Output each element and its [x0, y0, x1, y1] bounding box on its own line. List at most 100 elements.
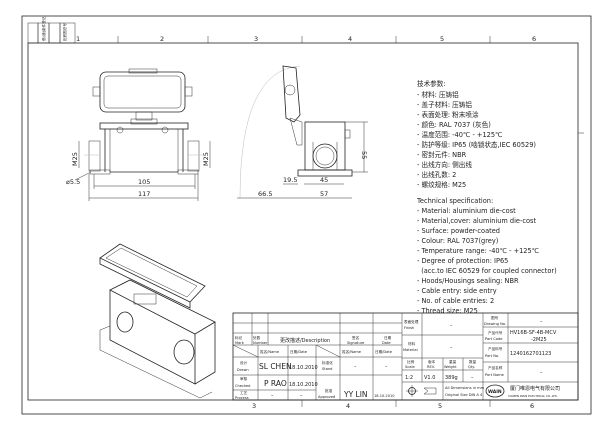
- process-name: –: [271, 393, 274, 399]
- checked-name: P RAO: [264, 379, 287, 388]
- column-marker: 6: [530, 402, 534, 410]
- spec-en-item: - Cable entry: side entry: [417, 287, 497, 295]
- dim-66-5: 66.5: [258, 190, 272, 198]
- approved-name: YY LIN: [343, 390, 368, 399]
- checked-date: 18.10.2010: [289, 382, 318, 388]
- part-no-value: 1240162701123: [510, 351, 551, 357]
- column-marker: 4: [346, 402, 350, 410]
- spec-en-item: - Colour: RAL 7037(grey): [417, 237, 498, 245]
- qty-value: –: [471, 375, 474, 381]
- spec-cn-item: - 防护等级: IP65 (啮锁状态,IEC 60529): [417, 140, 536, 149]
- material-label: Material: [403, 348, 418, 352]
- qty-label-cn: 数量: [469, 359, 477, 364]
- drawing-frame: 借(通)用件登记 旧底图总号 1 2 3 4 5 6 3 4 5 6: [21, 15, 592, 415]
- approved-label-cn: 批准: [325, 388, 333, 393]
- dim-45: 45: [320, 176, 328, 184]
- weight-label-cn: 重量: [449, 359, 457, 364]
- title-block: 标记 Mark 处数 Number 更改描述/Description 签名 Si…: [232, 312, 579, 401]
- finish-label: Finish: [404, 326, 414, 330]
- side-view: 45 57 19.5 66.5 55: [237, 65, 368, 199]
- dimensions-note: All Dimensions in mm: [445, 386, 485, 390]
- approved-label: Approved: [318, 395, 335, 399]
- description-label: 更改描述/Description: [280, 337, 330, 344]
- spec-en-item: - Degree of protection: IP65: [417, 257, 508, 265]
- material-label-cn: 材料: [408, 341, 416, 346]
- date-header: 日期/Date: [375, 349, 393, 354]
- column-marker: 4: [348, 35, 352, 43]
- spec-cn-item: - 出线孔数: 2: [417, 170, 456, 179]
- dim-55: 55: [360, 151, 368, 159]
- original-size-note: Original Size DIN A 4: [445, 393, 483, 397]
- spec-cn-item: - 表面处理: 粉末喷涂: [417, 110, 479, 119]
- name-header: 姓名/Name: [260, 349, 280, 354]
- spec-cn-item: - 螺纹规格: M25: [417, 180, 466, 189]
- spec-en-title: Technical specification:: [416, 197, 493, 205]
- first-angle-projection-icon: [406, 385, 437, 397]
- drawn-label-cn: 设计: [240, 360, 248, 365]
- name-header: 姓名/Name: [342, 349, 362, 354]
- finish-value: –: [450, 323, 453, 329]
- mark-label-cn: 标记: [235, 335, 243, 340]
- spec-cn-item: - 温度范围: -40℃ - +125℃: [417, 130, 502, 139]
- process-date: –: [300, 393, 303, 399]
- number-label-cn: 处数: [253, 335, 261, 340]
- spec-cn-title: 技术参数:: [417, 79, 446, 88]
- finish-label-cn: 表面处理: [404, 319, 419, 324]
- dim-m25-right: M25: [202, 152, 210, 166]
- process-label-cn: 工艺: [240, 390, 248, 395]
- signature-label: Signature: [347, 341, 365, 345]
- drawing-no-value: –: [540, 319, 543, 325]
- company-logo: WAIN: [485, 384, 505, 398]
- mark-label: Mark: [235, 341, 245, 345]
- spec-en: Technical specification: - Material: alu…: [416, 197, 557, 315]
- dim-57: 57: [320, 190, 328, 198]
- dim-hole: ⌀5.5: [66, 178, 80, 186]
- drawing-no-label: Drawing No.: [484, 322, 506, 326]
- column-marker: 5: [438, 402, 442, 410]
- scale-value: 1:2: [405, 375, 413, 381]
- number-label: Number: [253, 341, 268, 345]
- dim-m25-left: M25: [71, 152, 79, 166]
- spec-en-item: - Material,cover: aluminium die-cost: [417, 217, 536, 225]
- spec-cn-item: - 出线方向: 侧出线: [417, 160, 472, 169]
- column-marker: 6: [532, 35, 536, 43]
- spec-cn-item: - 盖子材料: 压铸铝: [417, 100, 472, 109]
- weight-value: 389g: [445, 375, 458, 381]
- spec-en-item: - Thread size: M25: [417, 307, 478, 315]
- qty-label: Qty.: [468, 365, 475, 369]
- drawn-date: 18.10.2010: [289, 365, 318, 371]
- dim-19-5: 19.5: [283, 176, 297, 184]
- part-code-value: -2M25: [531, 337, 547, 343]
- part-code-label-cn: 产品代号: [488, 330, 503, 335]
- stand-date: –: [385, 364, 388, 370]
- spec-cn-item: - 材料: 压铸铝: [417, 90, 459, 99]
- part-name-label-cn: 产品名称: [488, 365, 503, 370]
- spec-cn: 技术参数: - 材料: 压铸铝 - 盖子材料: 压铸铝 - 表面处理: 粉末喷涂…: [417, 79, 536, 189]
- checked-label: Checked: [235, 384, 250, 388]
- drawing-no-label-cn: 图号: [491, 315, 499, 320]
- weight-label: Weight: [444, 365, 457, 369]
- scale-label-cn: 比例: [407, 359, 415, 364]
- part-name-value: –: [540, 370, 543, 376]
- part-no-label-cn: 产品料号: [488, 346, 503, 351]
- corner-label: 借(通)用件登记: [41, 16, 46, 41]
- spec-en-item: - Temperature range: -40℃ - +125℃: [417, 247, 539, 255]
- approved-date: 18.10.2010: [374, 394, 395, 398]
- spec-cn-item: - 颜色: RAL 7037 (灰色): [417, 120, 491, 129]
- date-header: 日期/Date: [290, 349, 308, 354]
- date-label: Date: [382, 341, 391, 345]
- checked-label-cn: 审核: [240, 376, 248, 381]
- front-view: 105 117 M25 M25 ⌀5.5: [66, 68, 211, 201]
- dim-105: 105: [138, 178, 150, 186]
- column-marker: 1: [76, 35, 80, 43]
- company-name-en: XIAMEN WAIN ELECTRICAL CO.,LTD.: [508, 394, 558, 398]
- isometric-view: [99, 243, 216, 399]
- part-code-value: HV16B-SF-4B-MCV: [510, 330, 557, 336]
- spec-en-item: - No. of cable entries: 2: [417, 297, 494, 305]
- dim-117: 117: [138, 190, 150, 198]
- drawn-label: Drawn: [237, 368, 249, 372]
- corner-label: 旧底图总号: [62, 23, 67, 41]
- date-label-cn: 日期: [384, 335, 392, 340]
- rev-label-cn: 版本: [428, 359, 436, 364]
